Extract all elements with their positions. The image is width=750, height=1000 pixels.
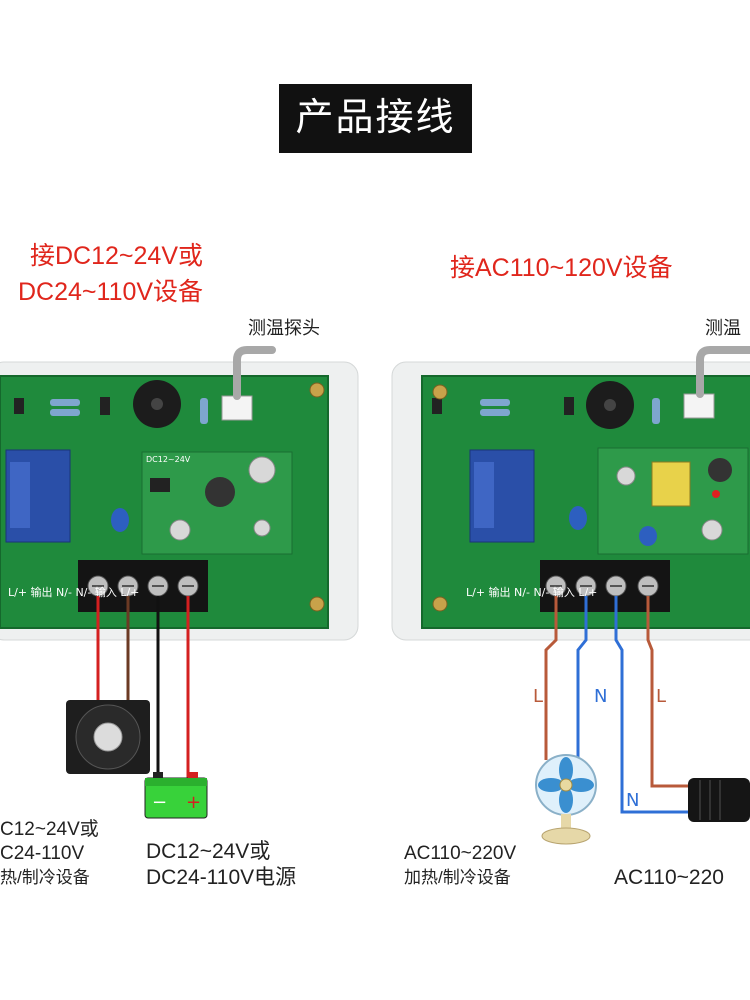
left-power-caption-line2: DC24-110V电源 xyxy=(146,866,297,889)
battery-plus-sign: + xyxy=(186,792,201,813)
ac-table-fan-device xyxy=(535,754,597,845)
wire-label-L-2: L xyxy=(656,686,666,707)
dc-fan-device xyxy=(66,700,150,774)
wire-label-L-1: L xyxy=(533,686,543,707)
left-power-caption-line1: DC12~24V或 xyxy=(146,840,271,863)
left-device-caption-line1: C12~24V或 xyxy=(0,819,99,840)
left-terminal-labels: L/+ 输出 N/- N/- 输入 L/+ xyxy=(8,585,139,599)
ac-power-plug xyxy=(688,778,750,822)
right-device-caption-line1: AC110~220V xyxy=(404,843,517,864)
right-controller-board: L/+ 输出 N/- N/- 输入 L/+ xyxy=(391,346,750,641)
left-heading-line2: DC24~110V设备 xyxy=(18,278,204,306)
left-device-caption-line2: C24-110V xyxy=(0,843,85,864)
dc-power-source: − + xyxy=(144,772,208,819)
right-power-caption: AC110~220 xyxy=(614,866,724,889)
wire-label-N-2: N xyxy=(626,790,639,811)
page-title: 产品接线 xyxy=(279,84,472,153)
right-probe-label: 测温 xyxy=(705,318,741,338)
battery-minus-sign: − xyxy=(152,792,167,813)
left-controller-board: L/+ 输出 N/- N/- 输入 L/+ DC12~24V xyxy=(0,346,359,641)
left-heading-line1: 接DC12~24V或 xyxy=(30,242,203,270)
wire-label-N-1: N xyxy=(594,686,607,707)
left-module-label: DC12~24V xyxy=(146,455,191,464)
right-device-caption-line2: 加热/制冷设备 xyxy=(404,868,511,887)
right-terminal-labels: L/+ 输出 N/- N/- 输入 L/+ xyxy=(466,585,597,599)
right-heading: 接AC110~120V设备 xyxy=(450,254,673,282)
left-device-caption-line3: 热/制冷设备 xyxy=(0,868,90,887)
left-probe-label: 测温探头 xyxy=(248,318,320,338)
